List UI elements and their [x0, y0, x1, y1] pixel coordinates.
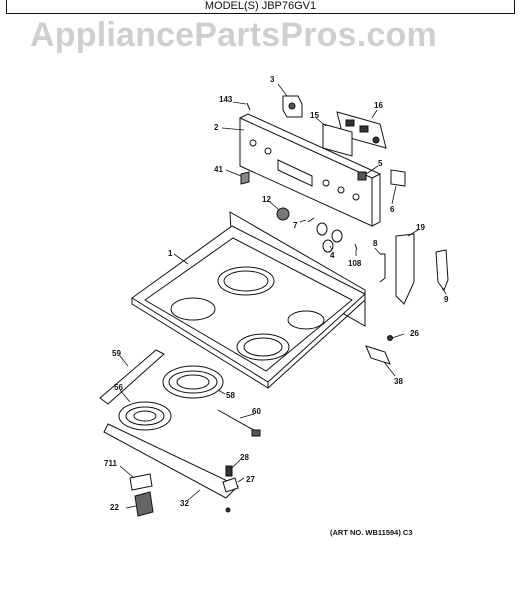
callout-143: 143 [219, 95, 233, 104]
callout-15: 15 [310, 111, 319, 120]
part-27 [222, 477, 239, 493]
callout-8: 8 [373, 239, 378, 248]
bracket-part-9 [435, 249, 449, 292]
callout-32: 32 [180, 499, 189, 508]
callout-59: 59 [112, 349, 121, 358]
heating-element-part-56 [118, 401, 172, 431]
callout-labels: 3 143 16 2 15 41 5 6 12 7 4 1 8 108 19 9… [104, 75, 449, 512]
callout-5: 5 [378, 159, 383, 168]
callout-12: 12 [262, 195, 271, 204]
callout-56: 56 [114, 383, 123, 392]
knob-part-4 [316, 222, 343, 253]
callout-60: 60 [252, 407, 261, 416]
callout-2: 2 [214, 123, 219, 132]
model-header: MODEL(S) JBP76GV1 [6, 0, 515, 14]
screw-part-7 [307, 217, 315, 223]
switch-part-6 [390, 169, 406, 187]
screw-part-108 [354, 243, 358, 251]
callout-27: 27 [246, 475, 255, 484]
bracket-part-19 [395, 233, 415, 305]
callout-28: 28 [240, 453, 249, 462]
clip-part-41 [240, 171, 250, 185]
callout-6: 6 [390, 205, 395, 214]
cooktop-part [131, 211, 366, 389]
knob-part-12 [276, 207, 290, 221]
screw-part-143 [246, 102, 251, 111]
leader-lines [119, 83, 447, 509]
callout-9: 9 [444, 295, 449, 304]
terminal-block-part-22 [134, 491, 154, 517]
knob-part-5 [357, 171, 367, 181]
callout-4: 4 [330, 251, 335, 260]
screw-part [225, 507, 231, 513]
watermark: AppliancePartsPros.com [30, 16, 437, 54]
heating-element-part-58 [162, 365, 224, 399]
callout-1: 1 [168, 249, 173, 258]
clock-part [282, 95, 303, 118]
bar-part-59 [99, 349, 165, 405]
callout-58: 58 [226, 391, 235, 400]
art-number: (ART NO. WB11594) C3 [330, 528, 413, 537]
callout-38: 38 [394, 377, 403, 386]
panel-part-15 [322, 123, 353, 157]
callout-16: 16 [374, 101, 383, 110]
part-711 [129, 473, 153, 491]
callout-22: 22 [110, 503, 119, 512]
terminal-part-60 [251, 429, 261, 437]
callout-26: 26 [410, 329, 419, 338]
part-28 [225, 465, 233, 477]
bracket-part-8 [379, 253, 386, 283]
screw-part-26 [387, 335, 393, 341]
frame-part-32 [103, 423, 239, 499]
callout-711: 711 [104, 459, 117, 468]
callout-108: 108 [348, 259, 362, 268]
callout-7: 7 [293, 221, 298, 230]
callout-41: 41 [214, 165, 223, 174]
callout-3: 3 [270, 75, 275, 84]
bracket-part-38 [365, 345, 391, 365]
callout-19: 19 [416, 223, 425, 232]
control-board-part [336, 111, 387, 149]
